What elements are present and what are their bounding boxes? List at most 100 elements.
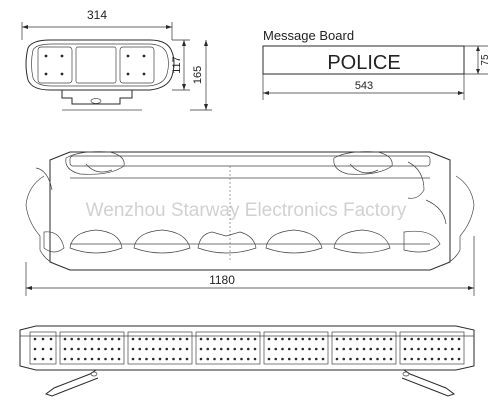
led-dot <box>104 347 107 351</box>
led-dot <box>145 357 148 361</box>
led-dot <box>430 337 434 341</box>
led-dot <box>423 337 427 341</box>
led-dot <box>49 347 53 351</box>
led-dot <box>314 347 318 351</box>
led-dot <box>287 357 291 361</box>
led-dot <box>382 357 386 361</box>
led-dot <box>274 347 278 351</box>
led-dot <box>178 337 182 341</box>
led-dot <box>376 347 379 351</box>
led-dot <box>410 347 414 351</box>
led-dot <box>355 347 359 351</box>
led-dot <box>437 357 441 361</box>
led-dot <box>199 347 203 351</box>
led-dot <box>267 357 271 361</box>
led-dot <box>158 357 162 361</box>
led-dot <box>444 357 447 361</box>
led-dot <box>110 357 114 361</box>
led-dot <box>206 357 210 361</box>
led-dot <box>104 357 107 361</box>
end-view: 314 117 165 <box>21 8 212 111</box>
led-dot <box>131 357 135 361</box>
led-dot <box>389 347 393 351</box>
led-dot <box>321 357 325 361</box>
led-dot <box>457 357 461 361</box>
led-dot <box>253 337 257 341</box>
led-dot <box>246 357 250 361</box>
led-dot <box>410 337 414 341</box>
led-dot <box>33 347 37 351</box>
led-dot <box>172 347 175 351</box>
led-dot <box>240 357 243 361</box>
led-dot <box>444 347 447 351</box>
led-dot <box>151 347 155 351</box>
plan-view-lamp-row <box>43 199 447 254</box>
led-dot <box>49 337 53 341</box>
led-dot <box>321 337 325 341</box>
led-dot <box>342 357 346 361</box>
led-dot <box>342 347 346 351</box>
led-dot <box>213 337 216 341</box>
led-dot <box>240 337 243 341</box>
led-dot <box>90 357 94 361</box>
led-dot <box>165 337 169 341</box>
led-dot <box>185 337 189 341</box>
led-dot <box>90 347 94 351</box>
end-view-led-dots <box>44 54 146 76</box>
led-dot <box>376 337 379 341</box>
led-dot <box>314 357 318 361</box>
message-board-text: POLICE <box>327 52 400 74</box>
led-dot <box>294 337 298 341</box>
led-dot <box>206 337 210 341</box>
led-dot <box>219 337 223 341</box>
led-dot <box>70 337 74 341</box>
led-dot <box>301 347 305 351</box>
led-dot <box>369 357 373 361</box>
led-dot <box>457 347 461 351</box>
led-dot <box>83 357 87 361</box>
led-dot <box>97 347 101 351</box>
led-dot <box>355 357 359 361</box>
led-dot <box>83 347 87 351</box>
led-dot <box>281 347 284 351</box>
led-dot <box>267 347 271 351</box>
led-dot <box>117 347 121 351</box>
front-elevation-led-grid <box>33 337 461 361</box>
led-dot <box>382 337 386 341</box>
led-dot <box>403 337 407 341</box>
led-dot <box>403 347 407 351</box>
led-dot <box>63 337 67 341</box>
led-dot <box>158 347 162 351</box>
led-dot <box>70 347 74 351</box>
led-dot <box>437 347 441 351</box>
message-board-title: Message Board <box>263 28 354 43</box>
led-dot <box>233 347 237 351</box>
end-view-height-label: 165 <box>192 66 204 84</box>
led-dot <box>450 347 454 351</box>
led-dot <box>444 337 447 341</box>
led-dot <box>362 347 366 351</box>
led-dot <box>274 357 278 361</box>
led-dot <box>97 357 101 361</box>
led-dot <box>369 347 373 351</box>
led-dot <box>287 337 291 341</box>
led-dot <box>185 357 189 361</box>
end-view-depth-label: 117 <box>171 56 183 74</box>
led-dot <box>110 347 114 351</box>
led-dot <box>213 347 216 351</box>
message-board-height-label: 75 <box>480 54 491 66</box>
led-dot <box>70 357 74 361</box>
led-dot <box>63 347 67 351</box>
led-dot <box>246 347 250 351</box>
led-dot <box>219 347 223 351</box>
watermark-text: Wenzhou Starway Electronics Factory <box>86 200 407 221</box>
led-dot <box>349 337 352 341</box>
led-dot <box>274 337 278 341</box>
led-dot <box>178 347 182 351</box>
led-dot <box>430 347 434 351</box>
led-dot <box>41 337 45 341</box>
led-dot <box>417 347 420 351</box>
led-dot <box>151 357 155 361</box>
led-dot <box>49 357 53 361</box>
